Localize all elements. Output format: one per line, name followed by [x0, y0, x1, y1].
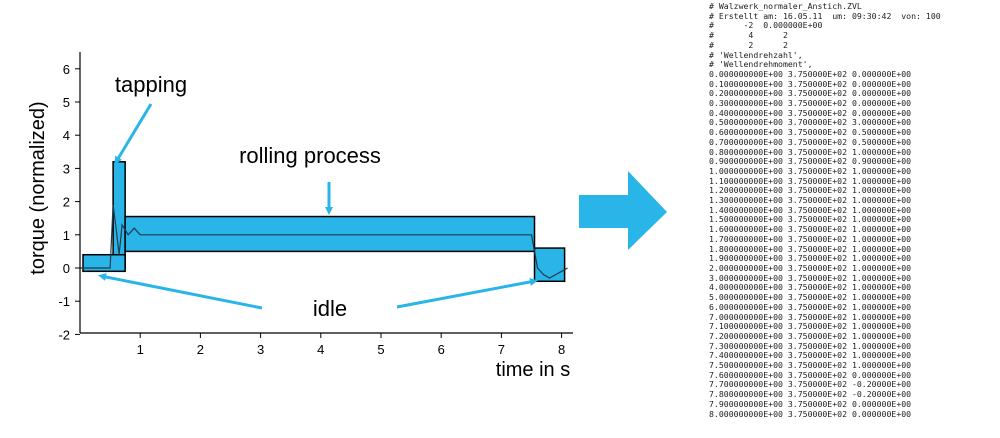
data-file-line: 0.900000000E+00 3.750000E+02 0.900000E+0…	[709, 156, 912, 167]
data-file-line: 7.900000000E+00 3.750000E+02 0.000000E+0…	[709, 398, 912, 409]
rolling-process-label: rolling process	[239, 143, 381, 168]
data-file-line: 7.400000000E+00 3.750000E+02 1.000000E+0…	[709, 350, 912, 361]
idle-left-box	[82, 253, 126, 273]
tapping-label: tapping	[115, 72, 187, 97]
x-tick-label: 3	[257, 342, 264, 357]
torque-chart: 1 2 3 4 5 6 7 8 6 5 4 3 2 1 0 -1 -2 torque (normalized)…	[27, 52, 667, 381]
data-file-line: 7.600000000E+00 3.750000E+02 0.000000E+0…	[709, 369, 912, 380]
torque-series-line	[80, 204, 568, 279]
data-file-line: 7.800000000E+00 3.750000E+02 -0.20000E+0…	[709, 389, 912, 400]
data-file-line: 1.500000000E+00 3.750000E+02 1.000000E+0…	[709, 214, 912, 225]
data-file-line: # -2 0.000000E+00	[709, 20, 823, 31]
data-file-line: 0.300000000E+00 3.750000E+02 0.000000E+0…	[709, 98, 912, 109]
big-right-arrow-icon	[579, 171, 667, 250]
highlight-boxes	[82, 161, 566, 283]
data-file-line: 7.100000000E+00 3.750000E+02 1.000000E+0…	[709, 321, 912, 332]
data-file-line: 4.000000000E+00 3.750000E+02 1.000000E+0…	[709, 282, 912, 293]
y-axis-ticks: 6 5 4 3 2 1 0 -1 -2	[58, 62, 80, 342]
data-file-line: # Erstellt am: 16.05.11 um: 09:30:42 von…	[709, 10, 941, 21]
data-file-line: 5.000000000E+00 3.750000E+02 1.000000E+0…	[709, 292, 912, 303]
data-file-line: 1.700000000E+00 3.750000E+02 1.000000E+0…	[709, 233, 912, 244]
x-tick-label: 7	[498, 342, 505, 357]
data-file-line: # 'Wellendrehmoment',	[709, 59, 813, 70]
idle-label: idle	[313, 296, 347, 321]
data-file-line: # 'Wellendrehzahl',	[709, 49, 803, 60]
data-file-line: 7.300000000E+00 3.750000E+02 1.000000E+0…	[709, 340, 912, 351]
data-file-text: # Walzwerk_normaler_Anstich.ZVL# Erstell…	[705, 0, 1000, 419]
y-tick-label: 3	[63, 161, 70, 176]
data-file-line: 0.700000000E+00 3.750000E+02 0.500000E+0…	[709, 136, 912, 147]
data-file-line: # 4 2	[709, 30, 788, 41]
data-file-line: 7.700000000E+00 3.750000E+02 -0.20000E+0…	[709, 379, 912, 390]
data-file-line: 1.800000000E+00 3.750000E+02 1.000000E+0…	[709, 243, 912, 254]
idle-left-callout-arrow	[98, 273, 263, 310]
x-tick-label: 2	[197, 342, 204, 357]
data-file-line: 7.000000000E+00 3.750000E+02 1.000000E+0…	[709, 311, 912, 322]
y-tick-label: 0	[63, 261, 70, 276]
data-file-line: 0.400000000E+00 3.750000E+02 0.000000E+0…	[709, 107, 912, 118]
y-axis-title: torque (normalized)	[27, 101, 49, 274]
y-tick-label: 5	[63, 95, 70, 110]
y-tick-label: 1	[63, 228, 70, 243]
data-file-line: 2.000000000E+00 3.750000E+02 1.000000E+0…	[709, 262, 912, 273]
x-axis-ticks: 1 2 3 4 5 6 7 8	[137, 333, 565, 357]
data-file-line: 6.000000000E+00 3.750000E+02 1.000000E+0…	[709, 301, 912, 312]
data-file-line: 0.800000000E+00 3.750000E+02 1.000000E+0…	[709, 146, 912, 157]
data-file-line: 0.100000000E+00 3.750000E+02 0.000000E+0…	[709, 78, 912, 89]
y-tick-label: 2	[63, 195, 70, 210]
data-file-line: 1.200000000E+00 3.750000E+02 1.000000E+0…	[709, 185, 912, 196]
data-file-line: 7.200000000E+00 3.750000E+02 1.000000E+0…	[709, 330, 912, 341]
x-tick-label: 8	[558, 342, 565, 357]
data-file-panel: # Walzwerk_normaler_Anstich.ZVL# Erstell…	[705, 0, 1000, 438]
x-tick-label: 5	[377, 342, 384, 357]
x-tick-label: 1	[137, 342, 144, 357]
data-file-line: 0.500000000E+00 3.700000E+02 3.000000E+0…	[709, 117, 912, 128]
data-file-line: 1.100000000E+00 3.750000E+02 1.000000E+0…	[709, 175, 912, 186]
x-axis-title: time in s	[496, 359, 570, 381]
data-file-line: # 2 2	[709, 39, 788, 50]
data-file-line: 7.500000000E+00 3.750000E+02 1.000000E+0…	[709, 360, 912, 371]
y-tick-label: -2	[58, 327, 70, 342]
data-file-line: 3.000000000E+00 3.750000E+02 1.000000E+0…	[709, 272, 912, 283]
y-tick-label: -1	[58, 294, 70, 309]
data-file-line: 1.300000000E+00 3.750000E+02 1.000000E+0…	[709, 195, 912, 206]
rolling-process-box	[124, 215, 536, 253]
data-file-line: 1.000000000E+00 3.750000E+02 1.000000E+0…	[709, 165, 912, 176]
tapping-callout-arrow	[114, 103, 153, 165]
idle-right-box	[533, 247, 566, 283]
y-tick-label: 4	[63, 128, 70, 143]
y-tick-label: 6	[63, 62, 70, 77]
data-file-line: # Walzwerk_normaler_Anstich.ZVL	[709, 1, 862, 11]
data-file-line: 8.000000000E+00 3.750000E+02 0.000000E+0…	[709, 408, 912, 419]
data-file-line: 0.600000000E+00 3.750000E+02 0.500000E+0…	[709, 127, 912, 138]
idle-right-callout-arrow	[396, 277, 538, 309]
data-file-line: 1.600000000E+00 3.750000E+02 1.000000E+0…	[709, 224, 912, 235]
data-file-line: 0.200000000E+00 3.750000E+02 0.000000E+0…	[709, 88, 912, 99]
data-file-line: 0.000000000E+00 3.750000E+02 0.000000E+0…	[709, 68, 912, 79]
data-file-line: 1.400000000E+00 3.750000E+02 1.000000E+0…	[709, 204, 912, 215]
x-tick-label: 6	[438, 342, 445, 357]
x-tick-label: 4	[317, 342, 324, 357]
data-file-line: 1.900000000E+00 3.750000E+02 1.000000E+0…	[709, 253, 912, 264]
